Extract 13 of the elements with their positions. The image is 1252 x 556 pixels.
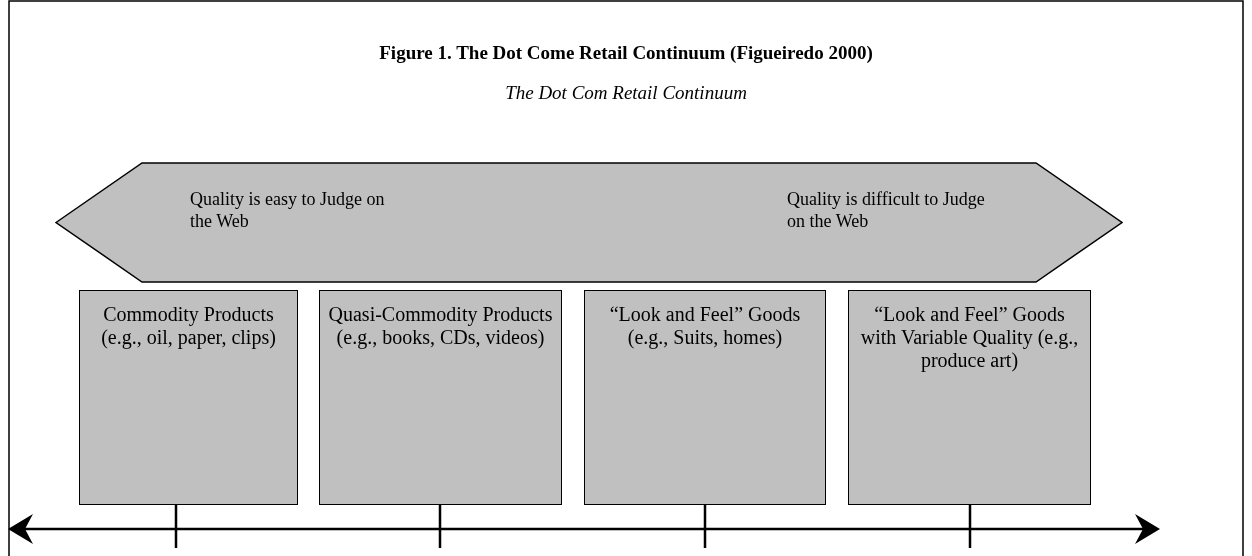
- band-text: Quality is difficult to Judge on the Web: [787, 188, 986, 232]
- figure-title: Figure 1. The Dot Come Retail Continuum (Figueiredo 2000): [378, 42, 874, 64]
- band-text: Quality is easy to Judge on the Web: [190, 188, 386, 232]
- category-box: [848, 290, 1091, 505]
- category-text: “Look and Feel” Goods (e.g., Suits, homes): [608, 303, 802, 349]
- category-text: Commodity Products (e.g., oil, paper, clips): [100, 303, 277, 349]
- category-box: [319, 290, 562, 505]
- category-box: [79, 290, 298, 505]
- double-arrow-band: [55, 162, 1123, 283]
- subtitle: The Dot Com Retail Continuum: [504, 82, 748, 104]
- category-text: Quasi-Commodity Products (e.g., books, CDs, videos): [327, 303, 554, 349]
- category-text: “Look and Feel” Goods with Variable Quality (e.g., produce art): [859, 303, 1080, 372]
- category-box: [584, 290, 826, 505]
